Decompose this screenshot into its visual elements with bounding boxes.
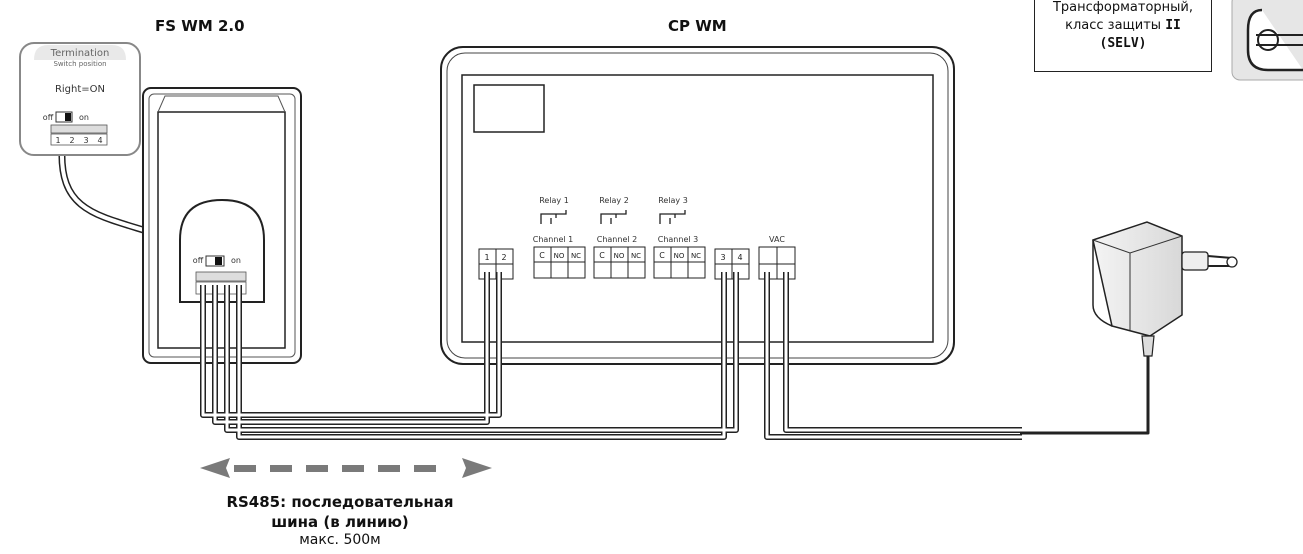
caption-line1: RS485: последовательная [226,493,454,511]
power-info-line2: класс защиты II [1035,17,1211,35]
relay-3-nc: NC [691,252,701,260]
relay-terminal-blocks: C NO NC C NO NC C NO NC [533,246,706,279]
power-info-line3: (SELV) [1035,35,1211,53]
relay-1-nc: NC [571,252,581,260]
relay-3-terminals: C NO NC [653,246,706,279]
termination-pin-4: 4 [97,136,102,145]
power-info-line1: Трансформаторный, [1052,0,1194,15]
cp-relay-labels: Relay 1 Relay 2 Relay 3 [539,196,688,205]
fs-on-label: on [231,256,241,265]
caption-max-length: макс. 500м [299,532,381,548]
power-supply-info-box: Трансформаторный, класс защиты II (SELV) [1034,0,1212,72]
fs-wm-title: FS WM 2.0 [155,17,245,35]
termination-subtitle: Switch position [53,60,106,68]
power-info-line2-prefix: класс защиты [1065,18,1166,33]
termination-rule: Right=ON [55,84,105,95]
relay-1-terminals: C NO NC [533,246,586,279]
cp-channel-labels: Channel 1 Channel 2 Channel 3 [533,235,698,244]
relay-3-label: Relay 3 [658,196,688,205]
bus-length-arrow [200,458,492,478]
cp-terminals-1-2: 1 2 [478,248,514,280]
relay-1-c: C [539,251,545,260]
relay-2-c: C [599,251,605,260]
rs485-caption: RS485: последовательная шина (в линию) м… [175,492,505,549]
cp-terminal-2: 2 [501,253,506,262]
relay-symbols [540,210,686,224]
cp-wm-title: CP WM [668,17,727,35]
power-cable [764,272,1150,440]
cp-terminal-1: 1 [484,253,489,262]
termination-callout-box [19,42,141,156]
caption-line2: шина (в линию) [271,513,409,531]
cp-terminal-3: 3 [720,253,725,262]
cp-terminal-4: 4 [737,253,742,262]
power-info-line3-bold: (SELV) [1099,36,1147,51]
termination-pins: 1 2 3 4 [55,136,102,145]
relay-2-nc: NC [631,252,641,260]
termination-pin-1: 1 [55,136,60,145]
vac-label: VAC [769,235,785,244]
channel-1-label: Channel 1 [533,235,573,244]
relay-1-label: Relay 1 [539,196,569,205]
termination-title: Termination [50,48,110,59]
relay-3-no: NO [674,252,685,260]
cp-pcb [461,74,934,343]
power-adapter [1092,221,1238,357]
termination-switch [55,111,73,123]
double-insulation-icon [1231,0,1303,81]
cp-display [473,84,545,133]
channel-2-label: Channel 2 [597,235,637,244]
termination-pin-2: 2 [69,136,74,145]
relay-3-c: C [659,251,665,260]
relay-2-label: Relay 2 [599,196,629,205]
termination-pin-3: 3 [83,136,88,145]
cp-wm-device: Relay 1 Relay 2 Relay 3 Channel 1 Channe… [440,46,955,365]
relay-2-no: NO [614,252,625,260]
rs485-bus-cables [200,272,739,440]
fs-off-label: off [193,256,204,265]
channel-3-label: Channel 3 [658,235,698,244]
relay-2-terminals: C NO NC [593,246,646,279]
cp-terminals-3-4: 3 4 [714,248,750,280]
relay-1-no: NO [554,252,565,260]
fs-wm-device: off on 1 2 3 4 [142,87,302,364]
termination-switch-knob [65,113,71,121]
power-info-line2-bold: II [1165,18,1181,33]
termination-off-label: off [43,113,54,122]
termination-on-label: on [79,113,89,122]
